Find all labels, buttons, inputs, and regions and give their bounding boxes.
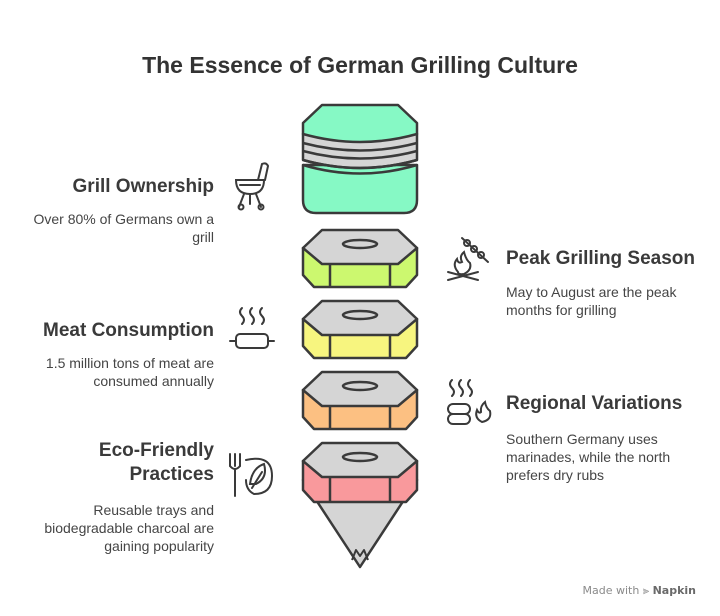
page-title: The Essence of German Grilling Culture bbox=[142, 52, 578, 78]
made-with-napkin-footer: Made with ⫸ Napkin bbox=[582, 584, 696, 597]
stack-layer-3 bbox=[301, 299, 419, 360]
napkin-logo-icon: ⫸ bbox=[642, 584, 650, 597]
hot-steak-icon bbox=[229, 307, 275, 349]
meat-consumption-heading: Meat Consumption bbox=[43, 320, 214, 341]
grill-icon bbox=[234, 162, 270, 211]
stack-layer-2 bbox=[301, 228, 419, 289]
stack-layer-1 bbox=[301, 103, 419, 215]
grill-ownership-heading: Grill Ownership bbox=[72, 176, 214, 197]
peak-season-heading: Peak Grilling Season bbox=[506, 248, 696, 269]
stack-layer-4 bbox=[301, 370, 419, 431]
campfire-skewer-icon bbox=[447, 237, 489, 281]
sausage-fire-icon bbox=[447, 379, 492, 425]
regional-variations-heading: Regional Variations bbox=[506, 393, 683, 414]
stack-layer-5 bbox=[301, 441, 419, 569]
fork-leaf-plate-icon bbox=[229, 453, 274, 497]
